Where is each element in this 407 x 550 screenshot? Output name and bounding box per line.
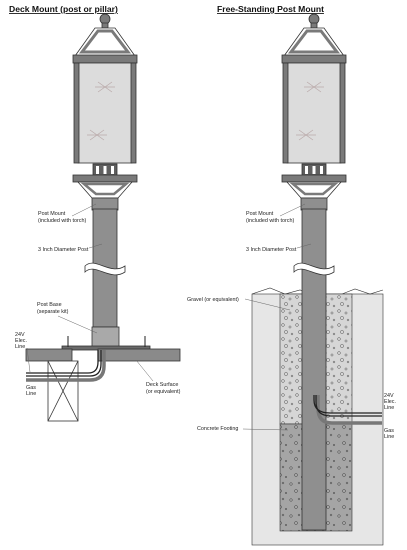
left-label-diameter: 3 Inch Diameter Post bbox=[38, 247, 89, 253]
left-break-mark bbox=[84, 262, 126, 276]
left-label-gas: Gas bbox=[26, 385, 36, 391]
right-post bbox=[301, 208, 327, 531]
right-label-post-mount: Post Mount bbox=[246, 211, 274, 217]
right-label-line: Line bbox=[384, 405, 394, 411]
right-title: Free-Standing Post Mount bbox=[217, 4, 324, 14]
right-label-elec: Elec. bbox=[384, 399, 396, 405]
right-break-mark bbox=[293, 262, 335, 276]
lantern-finial bbox=[99, 13, 111, 25]
right-lantern bbox=[281, 13, 347, 199]
right-label-gas-line: Line bbox=[384, 434, 394, 440]
left-label-post-base: Post Base bbox=[37, 302, 62, 308]
left-lantern bbox=[72, 13, 138, 199]
left-label-post-mount: Post Mount bbox=[38, 211, 66, 217]
left-label-line: Line bbox=[15, 344, 25, 350]
right-label-concrete: Concrete Footing bbox=[197, 426, 238, 432]
lantern-glass bbox=[286, 62, 342, 164]
right-label-included: (included with torch) bbox=[246, 218, 294, 224]
left-label-included: (included with torch) bbox=[38, 218, 86, 224]
lantern-finial bbox=[308, 13, 320, 25]
lantern-glass bbox=[77, 62, 133, 164]
left-title: Deck Mount (post or pillar) bbox=[9, 4, 118, 14]
left-label-elec: Elec. bbox=[15, 338, 27, 344]
right-label-gravel: Gravel (or equivalent) bbox=[187, 297, 239, 303]
right-label-gas: Gas bbox=[384, 428, 394, 434]
left-gas-line bbox=[26, 350, 106, 382]
left-label-or-equivalent: (or equivalent) bbox=[146, 389, 181, 395]
left-label-deck-surface: Deck Surface bbox=[146, 382, 178, 388]
right-label-24v: 24V bbox=[384, 393, 394, 399]
deck-surface bbox=[25, 348, 73, 362]
left-post-base bbox=[91, 326, 120, 349]
right-gas-line bbox=[316, 395, 382, 425]
left-label-separate-kit: (separate kit) bbox=[37, 309, 69, 315]
right-label-diameter: 3 Inch Diameter Post bbox=[246, 247, 297, 253]
left-label-gas-line: Line bbox=[26, 391, 36, 397]
left-label-24v: 24V bbox=[15, 332, 25, 338]
